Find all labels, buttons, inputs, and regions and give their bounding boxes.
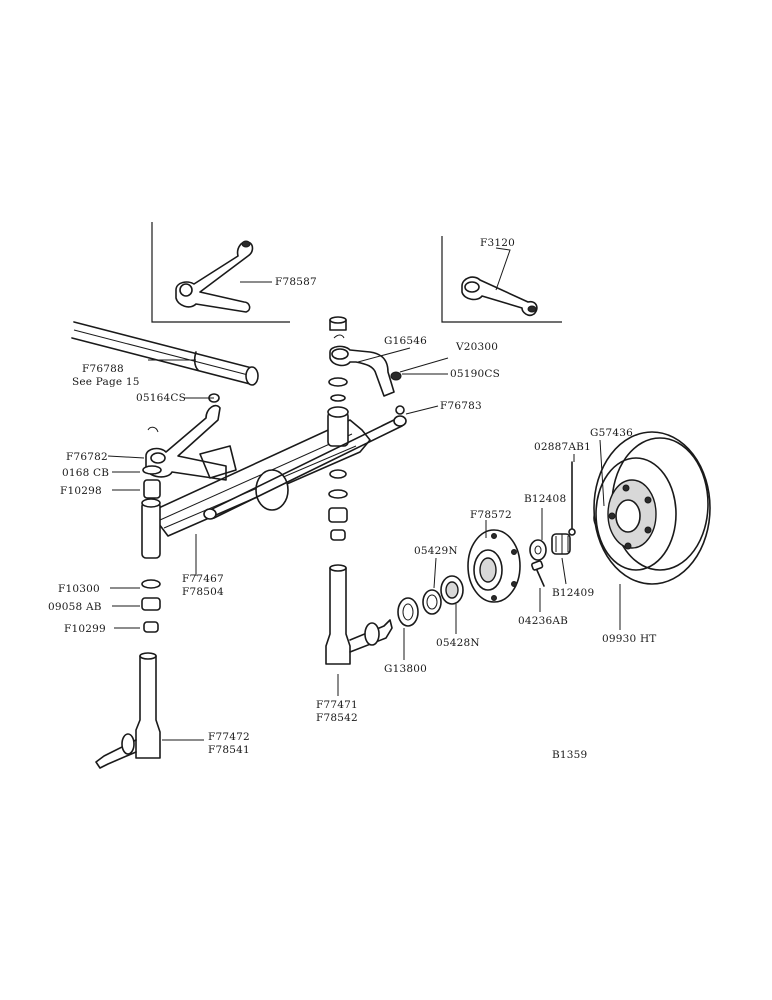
label-f10299: F10299: [64, 623, 106, 635]
label-f78572: F78572: [470, 509, 512, 521]
right-washer-stack: [328, 316, 348, 402]
label-05429n: 05429N: [414, 545, 458, 557]
bolt-04236ab: [531, 560, 545, 587]
left-washer-stack: [141, 465, 162, 633]
label-f3120: F3120: [480, 237, 515, 249]
label-f76783: F76783: [440, 400, 482, 412]
right-spindle: [325, 564, 393, 665]
label-b1359: B1359: [552, 749, 587, 761]
washer-b12408: [529, 539, 547, 561]
label-f78541: F78541: [208, 744, 250, 756]
label-f10300: F10300: [58, 583, 100, 595]
hub-f78572: [467, 529, 521, 603]
label-02887ab1: 02887AB1: [534, 441, 591, 453]
inset-left: [151, 222, 290, 323]
label-g57436: G57436: [590, 427, 633, 439]
label-05428n: 05428N: [436, 637, 480, 649]
label-04236ab: 04236AB: [518, 615, 568, 627]
label-09930ht: 09930 HT: [602, 633, 657, 645]
leader-lines: [107, 247, 621, 741]
axle-beam: [141, 406, 371, 559]
tie-rod: [203, 415, 407, 520]
drag-link-tube: [71, 321, 259, 386]
label-see-page: See Page 15: [72, 376, 140, 388]
left-spindle: [95, 652, 161, 769]
label-05190cs: 05190CS: [450, 368, 500, 380]
right-steering-arm: [329, 345, 405, 415]
wheel-rim-09930ht: [593, 431, 711, 585]
right-lower-stack: [328, 469, 348, 541]
label-05164cs: 05164CS: [136, 392, 186, 404]
label-f77472: F77472: [208, 731, 250, 743]
label-f78587: F78587: [275, 276, 317, 288]
nut-b12409: [551, 533, 571, 555]
label-f78542: F78542: [316, 712, 358, 724]
bearing-05428n: [440, 575, 464, 605]
label-0168cb: 0168 CB: [62, 467, 109, 479]
cotter-02887ab1: [568, 461, 576, 536]
label-g16546: G16546: [384, 335, 427, 347]
label-f78504: F78504: [182, 586, 224, 598]
label-g13800: G13800: [384, 663, 427, 675]
seal-g13800: [397, 597, 419, 627]
label-f76782: F76782: [66, 451, 108, 463]
label-v20300: V20300: [455, 341, 498, 353]
inset-right: [441, 236, 562, 323]
label-b12408: B12408: [524, 493, 566, 505]
label-f10298: F10298: [60, 485, 102, 497]
label-f77471: F77471: [316, 699, 358, 711]
label-b12409: B12409: [552, 587, 594, 599]
label-09058ab: 09058 AB: [48, 601, 102, 613]
label-f77467: F77467: [182, 573, 224, 585]
bearing-05429n: [422, 589, 442, 615]
label-f76788: F76788: [82, 363, 124, 375]
